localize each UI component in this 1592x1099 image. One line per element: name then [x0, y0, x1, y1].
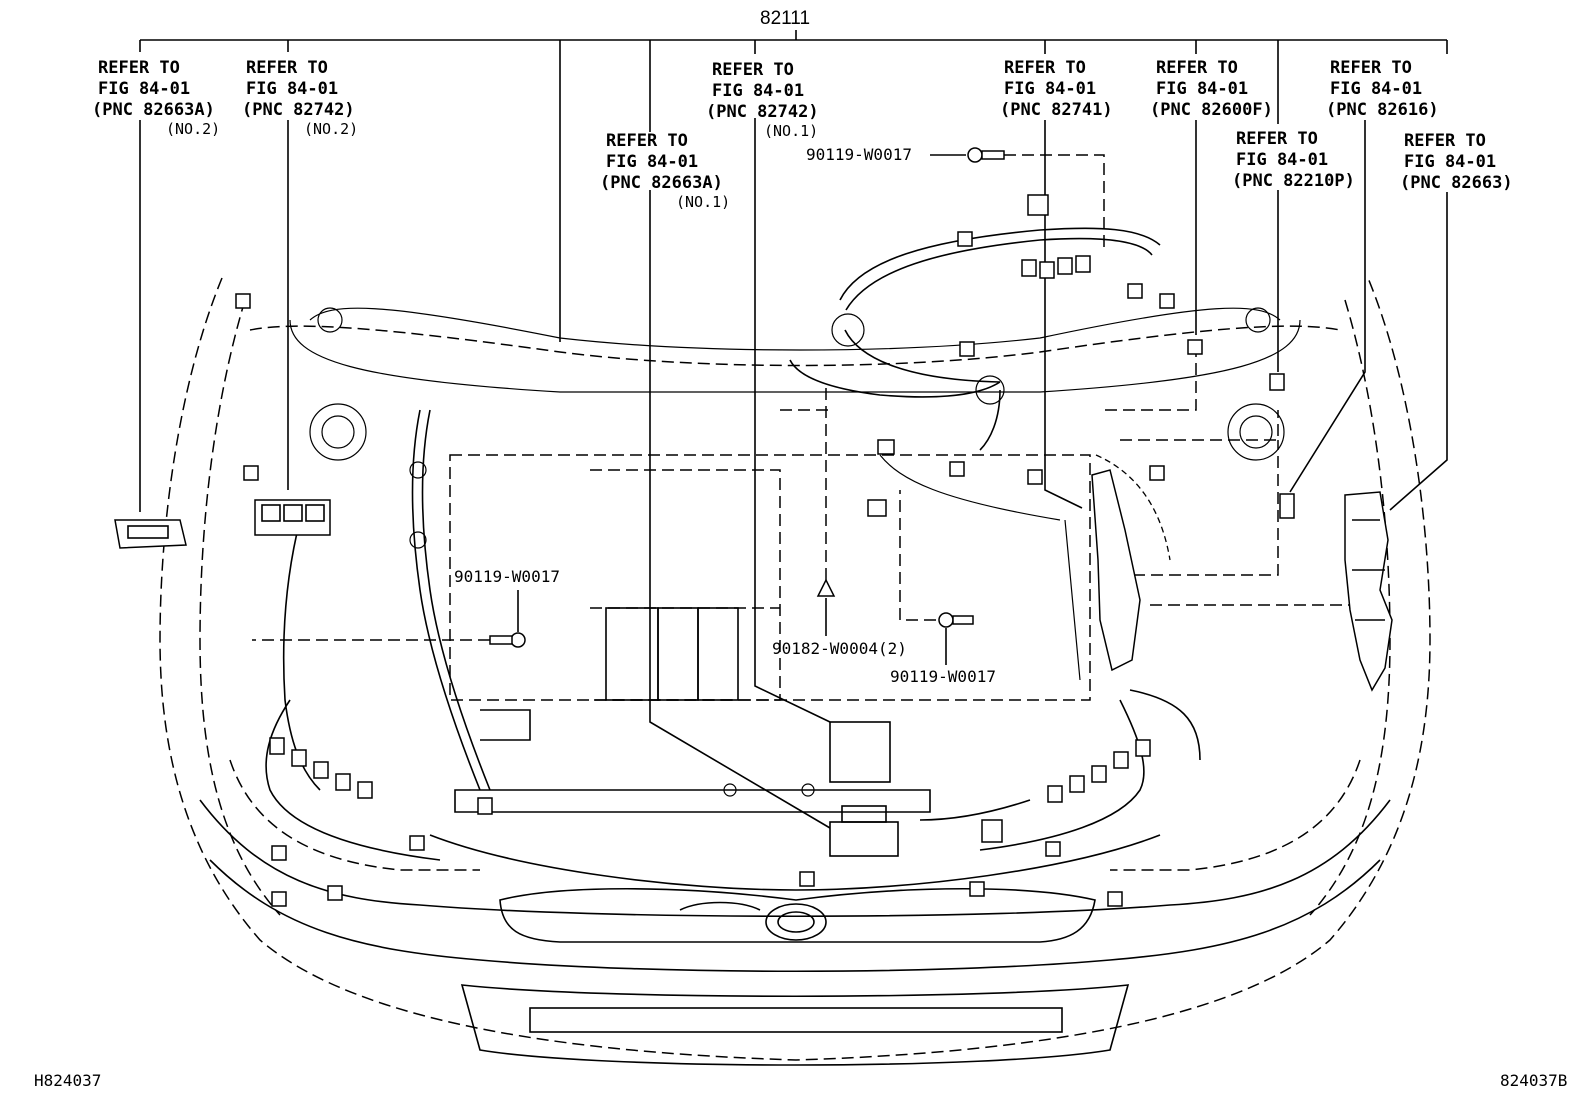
callout-line-1: REFER TO — [246, 58, 328, 78]
callout-line-2: FIG 84-01 — [98, 79, 190, 99]
callout-line-1: REFER TO — [1330, 58, 1412, 78]
part-82111-leader: 82111 — [139, 8, 1448, 342]
callout-note: (NO.2) — [304, 120, 358, 138]
callout-line-2: FIG 84-01 — [246, 79, 338, 99]
callout-line-2: FIG 84-01 — [1156, 79, 1248, 99]
illustration-id-left: H824037 — [34, 1071, 101, 1090]
ecu-bracket-right — [1344, 491, 1393, 692]
fastener-bolt-left: 90119-W0017 — [252, 567, 560, 648]
callout-line-3: (PNC 82663A) — [600, 173, 723, 193]
fastener-label: 90119-W0017 — [806, 145, 912, 164]
callout-line-3: (PNC 82663) — [1400, 173, 1513, 193]
callout-line-2: FIG 84-01 — [1330, 79, 1422, 99]
callout-note: (NO.1) — [676, 193, 730, 211]
callout-line-2: FIG 84-01 — [1404, 152, 1496, 172]
callout-note: (NO.2) — [166, 120, 220, 138]
illustration-id-right: 824037B — [1500, 1071, 1567, 1090]
callout-82210p: REFER TO FIG 84-01 (PNC 82210P) — [1232, 129, 1355, 372]
engine-block — [449, 454, 1091, 857]
fastener-bolt-right: 90119-W0017 — [890, 490, 996, 686]
callout-line-2: FIG 84-01 — [712, 81, 804, 101]
bolt-icon — [967, 147, 1005, 163]
callout-line-1: REFER TO — [712, 60, 794, 80]
callout-line-3: (PNC 82210P) — [1232, 171, 1355, 191]
vehicle-body-outline — [159, 277, 1431, 1066]
callout-82663: REFER TO FIG 84-01 (PNC 82663) — [1389, 131, 1513, 511]
callout-line-3: (PNC 82742) — [706, 102, 819, 122]
bolt-icon — [938, 612, 974, 628]
callout-82616: REFER TO FIG 84-01 (PNC 82616) — [1289, 58, 1439, 493]
connector-far-left — [114, 519, 187, 549]
callout-line-1: REFER TO — [1404, 131, 1486, 151]
callout-line-1: REFER TO — [1236, 129, 1318, 149]
fastener-label: 90119-W0017 — [454, 567, 560, 586]
callout-line-3: (PNC 82600F) — [1150, 100, 1273, 120]
callout-82741: REFER TO FIG 84-01 (PNC 82741) — [1000, 58, 1113, 509]
part-number-82111: 82111 — [760, 8, 810, 29]
bracket-center-right — [1091, 469, 1141, 672]
clip-icon — [816, 578, 836, 597]
callout-line-1: REFER TO — [606, 131, 688, 151]
fastener-label: 90119-W0017 — [890, 667, 996, 686]
wire-harness — [265, 227, 1380, 911]
callout-line-1: REFER TO — [1004, 58, 1086, 78]
callout-82663a-no2: REFER TO FIG 84-01 (PNC 82663A) (NO.2) — [92, 58, 220, 512]
small-connector-82210p — [1269, 373, 1285, 391]
callout-note: (NO.1) — [764, 122, 818, 140]
callout-line-3: (PNC 82663A) — [92, 100, 215, 120]
relay-box-left — [254, 499, 331, 536]
callout-line-2: FIG 84-01 — [1236, 150, 1328, 170]
callout-line-1: REFER TO — [1156, 58, 1238, 78]
callout-82663a-no1: REFER TO FIG 84-01 (PNC 82663A) (NO.1) — [600, 131, 831, 829]
callout-line-3: (PNC 82742) — [242, 100, 355, 120]
fastener-clip: 90182-W0004(2) — [772, 385, 907, 658]
callout-line-2: FIG 84-01 — [1004, 79, 1096, 99]
callout-line-3: (PNC 82616) — [1326, 100, 1439, 120]
callout-line-3: (PNC 82741) — [1000, 100, 1113, 120]
small-connector-82616 — [1279, 493, 1295, 519]
callout-line-2: FIG 84-01 — [606, 152, 698, 172]
connectors — [114, 194, 1393, 907]
callout-line-1: REFER TO — [98, 58, 180, 78]
callout-82742-no2: REFER TO FIG 84-01 (PNC 82742) (NO.2) — [242, 58, 358, 490]
callout-82742-no1: REFER TO FIG 84-01 (PNC 82742) (NO.1) — [706, 60, 831, 723]
fastener-bolt-top: 90119-W0017 — [806, 145, 1105, 248]
fastener-label: 90182-W0004(2) — [772, 639, 907, 658]
small-connector-82600f — [1187, 339, 1203, 355]
bolt-icon — [489, 632, 526, 648]
callout-82600f: REFER TO FIG 84-01 (PNC 82600F) — [1150, 58, 1273, 335]
